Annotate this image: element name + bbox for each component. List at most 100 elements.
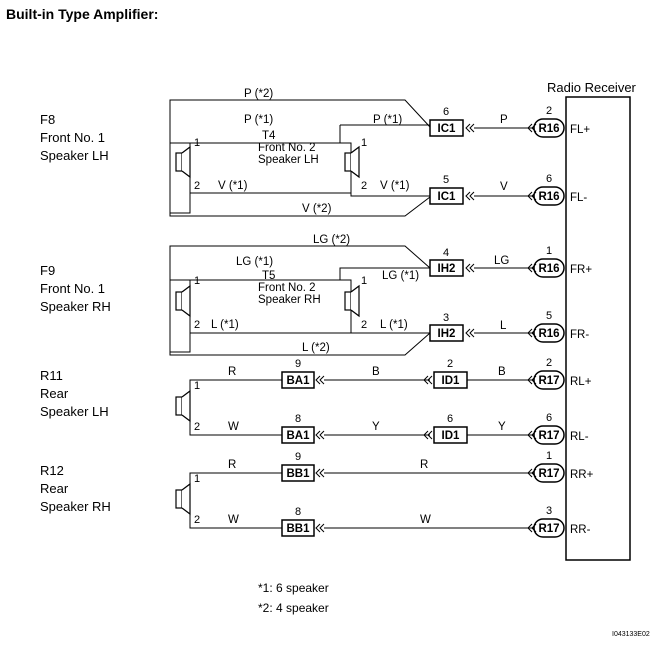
r17-rr-plus-connector <box>533 463 565 483</box>
ih2-top-connector <box>429 259 464 277</box>
r17-label: R17 <box>538 468 559 480</box>
r17-label: R17 <box>538 430 559 442</box>
wire-label: Y <box>498 421 506 433</box>
speaker-code: R11 <box>40 368 63 383</box>
pin-number: 6 <box>447 413 453 425</box>
speaker-pin: 1 <box>194 137 200 149</box>
speaker-r12-icon <box>175 483 191 515</box>
footnote-6-speaker: *1: 6 speaker <box>258 581 329 595</box>
wire-label: B <box>498 366 506 378</box>
terminal-label: FL+ <box>570 124 590 136</box>
speaker-pin: 1 <box>194 275 200 287</box>
wire-label: Y <box>372 421 380 433</box>
speaker-t5-code: T5 <box>262 270 275 282</box>
wire-label: LG (*1) <box>236 256 273 268</box>
terminal-label: RR+ <box>570 469 594 481</box>
wire-label: R <box>228 366 236 378</box>
bb1-label: BB1 <box>286 468 310 480</box>
radio-receiver-box <box>565 96 631 561</box>
id1-label: ID1 <box>442 375 461 387</box>
figure-code: I043133E02 <box>612 631 650 638</box>
footnote-4-speaker: *2: 4 speaker <box>258 601 329 615</box>
speaker-t5-icon <box>344 285 360 317</box>
speaker-t5-side: Speaker RH <box>258 294 321 306</box>
ic1-label: IC1 <box>438 123 457 135</box>
wire-label: L (*1) <box>211 319 239 331</box>
speaker-r12-label: R12 Rear Speaker RH <box>40 462 111 516</box>
wire-label: L (*2) <box>302 342 330 354</box>
terminal-label: FR- <box>570 329 589 341</box>
wire-label: LG <box>494 255 509 267</box>
terminal-label: FL- <box>570 192 587 204</box>
wire-label: V (*1) <box>380 180 410 192</box>
speaker-f9-label: F9 Front No. 1 Speaker RH <box>40 262 111 316</box>
wire-label: W <box>228 514 239 526</box>
pin-number: 6 <box>546 173 552 185</box>
ic1-label: IC1 <box>438 191 457 203</box>
wire-label: R <box>420 459 428 471</box>
r17-rl-plus-connector <box>533 370 565 390</box>
speaker-f8-label: F8 Front No. 1 Speaker LH <box>40 111 109 165</box>
pin-number: 5 <box>546 310 552 322</box>
pin-number: 4 <box>443 247 449 259</box>
speaker-code: F8 <box>40 112 56 127</box>
speaker-pin: 2 <box>194 514 200 526</box>
speaker-pin: 1 <box>361 275 367 287</box>
ic1-top-connector <box>429 119 464 137</box>
pin-number: 5 <box>443 174 449 186</box>
pin-number: 6 <box>443 106 449 118</box>
terminal-label: RL- <box>570 431 589 443</box>
id1-label: ID1 <box>442 430 461 442</box>
radio-receiver-label: Radio Receiver <box>547 80 636 95</box>
pin-number: 1 <box>546 245 552 257</box>
wire-label: LG (*1) <box>382 270 419 282</box>
speaker-pin: 2 <box>194 421 200 433</box>
speaker-f8-icon <box>175 146 191 178</box>
wire-label: P (*1) <box>244 114 273 126</box>
r16-fr-minus-connector <box>533 323 565 343</box>
speaker-t4-name: Front No. 2 <box>258 142 316 154</box>
ih2-label: IH2 <box>438 263 456 275</box>
ba1-label: BA1 <box>286 375 310 387</box>
speaker-pin: 2 <box>194 319 200 331</box>
pin-number: 9 <box>295 358 301 370</box>
speaker-f9-icon <box>175 285 191 317</box>
terminal-label: RR- <box>570 524 591 536</box>
r16-fr-plus-connector <box>533 258 565 278</box>
r17-rl-minus-connector <box>533 425 565 445</box>
r17-label: R17 <box>538 375 559 387</box>
pin-number: 2 <box>546 357 552 369</box>
pin-number: 1 <box>546 450 552 462</box>
wire-label: L (*1) <box>380 319 408 331</box>
pin-number: 2 <box>546 105 552 117</box>
ba1-bottom-connector <box>281 426 315 444</box>
speaker-name: Front No. 1 <box>40 130 106 145</box>
bb1-label: BB1 <box>286 523 310 535</box>
r16-fl-plus-connector <box>533 118 565 138</box>
r16-label: R16 <box>538 191 559 203</box>
speaker-name: Rear <box>40 481 69 496</box>
speaker-name: Rear <box>40 386 69 401</box>
speaker-t4-icon <box>344 146 360 178</box>
r16-label: R16 <box>538 263 559 275</box>
wire-label: V <box>500 181 508 193</box>
wire-label: LG (*2) <box>313 234 350 246</box>
speaker-code: R12 <box>40 463 64 478</box>
r16-label: R16 <box>538 328 559 340</box>
pin-number: 6 <box>546 412 552 424</box>
wire-label: P (*1) <box>373 114 402 126</box>
r17-label: R17 <box>538 523 559 535</box>
speaker-pin: 2 <box>194 180 200 192</box>
speaker-pin: 1 <box>361 137 367 149</box>
r16-label: R16 <box>538 123 559 135</box>
terminal-label: FR+ <box>570 264 592 276</box>
ba1-top-connector <box>281 371 315 389</box>
wire-label: P <box>500 114 508 126</box>
wire-label: L <box>500 320 507 332</box>
r17-rr-minus-connector <box>533 518 565 538</box>
pin-number: 3 <box>546 505 552 517</box>
speaker-pin: 1 <box>194 473 200 485</box>
wire-label: P (*2) <box>244 88 273 100</box>
ic1-bottom-connector <box>429 187 464 205</box>
speaker-r11-icon <box>175 390 191 422</box>
